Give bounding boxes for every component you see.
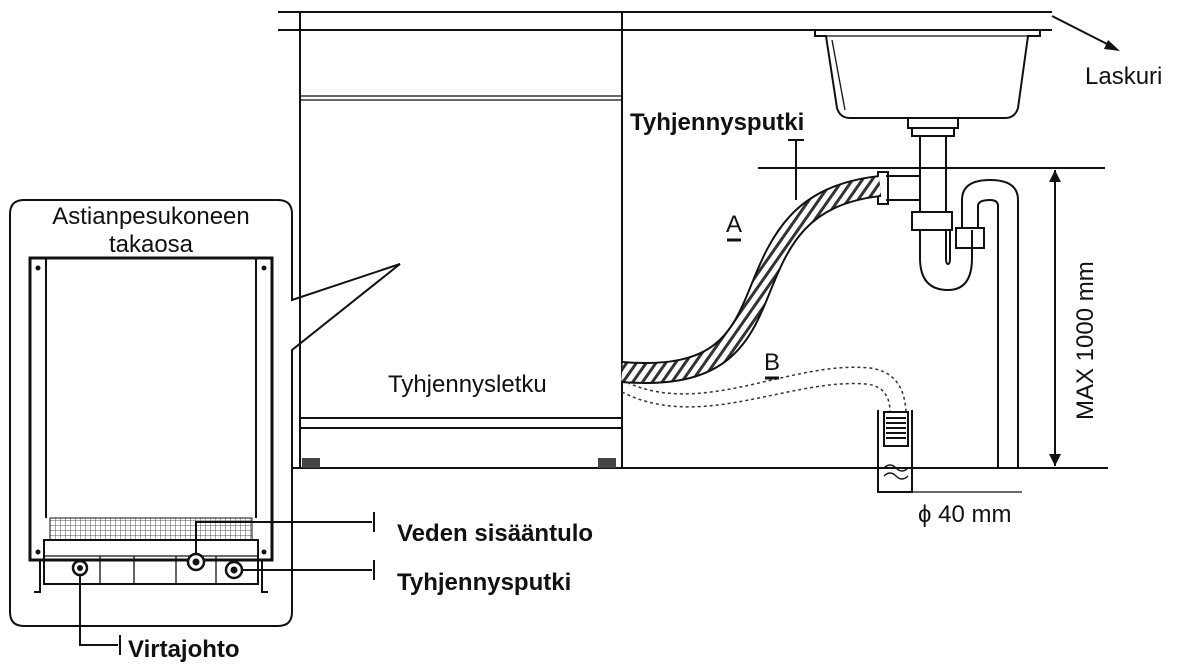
countertop [278,11,1052,31]
rear-view-callout [9,199,401,627]
water-inlet-label: Veden sisääntulo [397,520,593,547]
drain-hose-a [621,175,882,384]
drain-hose-label: Tyhjennysletku [388,371,547,398]
diameter-label: ϕ 40 mm [918,501,1011,528]
option-a-label: A [726,211,742,238]
water-inlet-port [186,552,206,572]
water-inlet-leader [195,512,375,554]
standpipe [877,410,1022,493]
counter-label: Laskuri [1085,63,1162,90]
drain-pipe-bottom-leader [242,560,375,580]
max-height-label: MAX 1000 mm [1072,261,1099,420]
dishwasher-rear-panel [28,256,274,593]
drain-pipe-top-pointer [788,139,804,200]
sink [814,29,1041,137]
drain-hose-b [621,366,907,413]
max-height-dimension [1049,170,1061,466]
option-b-label: B [764,349,780,376]
rear-title-line2: takaosa [109,231,194,258]
power-cord-port [71,559,89,577]
drain-trap [877,136,1019,468]
rear-title-line1: Astianpesukoneen [52,203,249,230]
drain-pipe-bottom-label: Tyhjennysputki [397,569,571,596]
dishwasher-body [299,11,623,469]
power-cord-leader [79,576,121,655]
power-cord-label: Virtajohto [128,636,240,663]
drain-outlet-port [224,560,244,580]
drain-pipe-top-label: Tyhjennysputki [630,109,804,136]
counter-pointer [1051,15,1120,51]
